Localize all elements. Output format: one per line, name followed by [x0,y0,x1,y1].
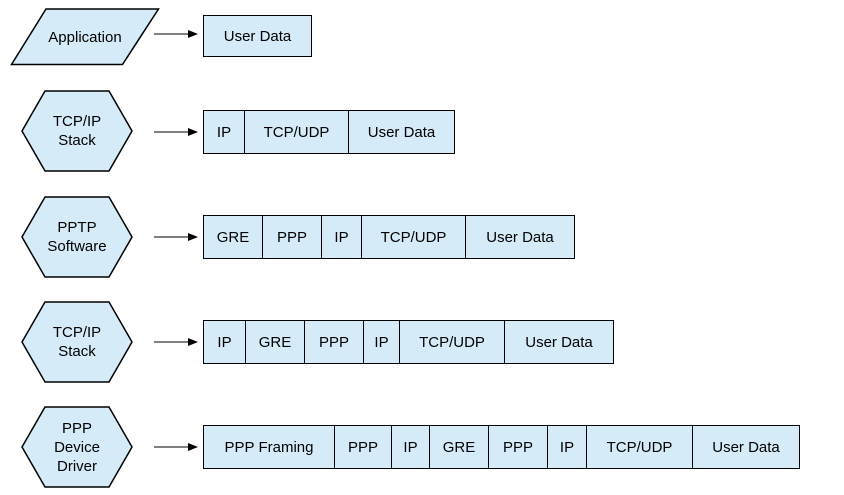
packet-field-user-data: User Data [465,215,575,259]
packet-row-tcpip-2: IP GRE PPP IP TCP/UDP User Data [203,320,614,364]
packet-field-ip: IP [391,425,430,469]
pptp-software-hexagon-shape [21,196,133,278]
packet-field-ppp: PPP [262,215,322,259]
arrow-icon [154,338,198,346]
arrow-icon [154,30,198,38]
hexagon [21,406,133,488]
packet-field-ppp: PPP [488,425,548,469]
arrow-icon [154,443,198,451]
packet-field-user-data: User Data [203,15,312,57]
packet-field-tcp-udp: TCP/UDP [244,110,349,154]
packet-field-user-data: User Data [348,110,455,154]
packet-field-ppp-framing: PPP Framing [203,425,335,469]
arrow-icon [154,233,198,241]
tcpip-stack-2-hexagon-shape [21,301,133,383]
packet-field-user-data: User Data [504,320,614,364]
packet-field-ip: IP [203,110,245,154]
hexagon [21,90,133,172]
packet-field-tcp-udp: TCP/UDP [399,320,505,364]
packet-field-tcp-udp: TCP/UDP [361,215,466,259]
packet-row-ppp-driver: PPP Framing PPP IP GRE PPP IP TCP/UDP Us… [203,425,800,469]
packet-row-tcpip: IP TCP/UDP User Data [203,110,455,154]
packet-field-gre: GRE [203,215,263,259]
tcpip-stack-hexagon-shape [21,90,133,172]
packet-field-ip: IP [363,320,400,364]
packet-field-tcp-udp: TCP/UDP [586,425,693,469]
packet-field-gre: GRE [245,320,305,364]
packet-field-user-data: User Data [692,425,800,469]
ppp-device-driver-hexagon-shape [21,406,133,488]
parallelogram [10,8,160,66]
packet-field-ip: IP [547,425,587,469]
hexagon [21,301,133,383]
packet-field-ppp: PPP [304,320,364,364]
packet-field-ppp: PPP [334,425,392,469]
arrow-icon [154,128,198,136]
packet-row-application: User Data [203,15,312,57]
packet-field-gre: GRE [429,425,489,469]
hexagon [21,196,133,278]
application-parallelogram-shape [10,8,160,66]
packet-field-ip: IP [203,320,246,364]
packet-row-pptp: GRE PPP IP TCP/UDP User Data [203,215,575,259]
packet-field-ip: IP [321,215,362,259]
